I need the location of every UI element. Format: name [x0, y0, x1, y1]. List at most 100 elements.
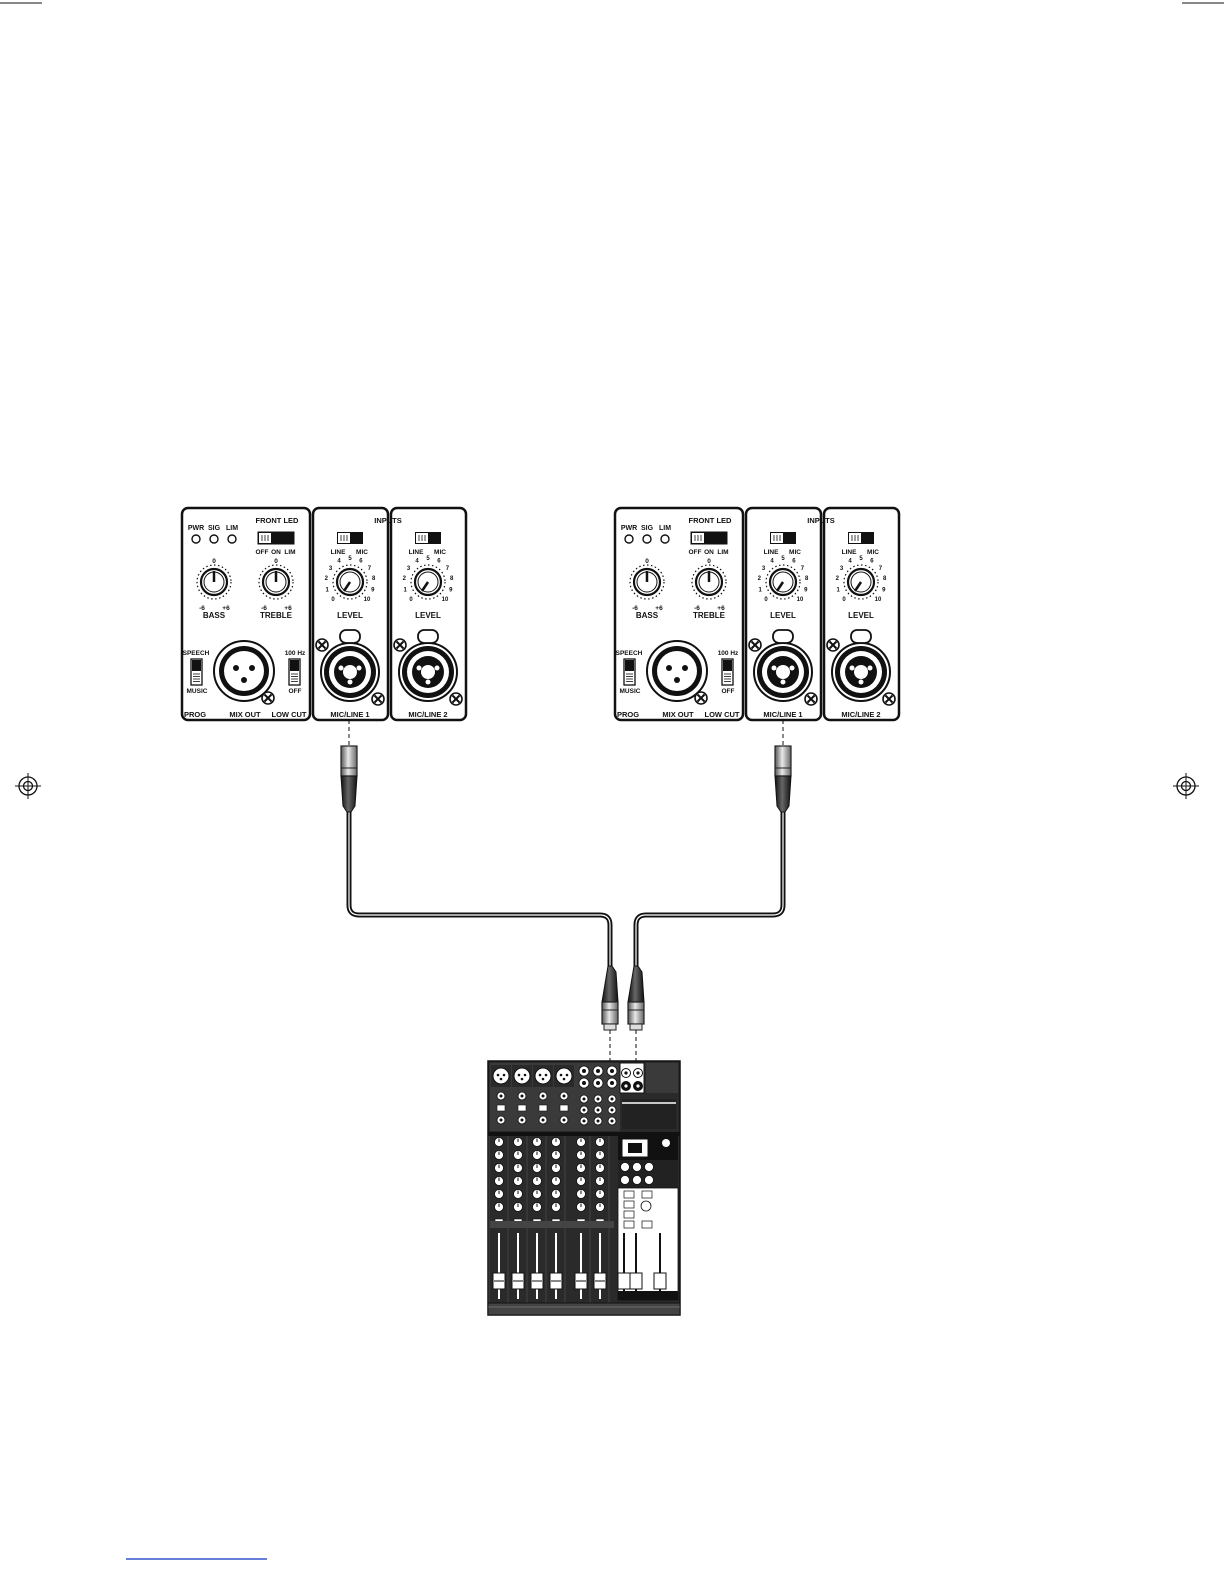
treble-scale-min: -6 [261, 605, 267, 612]
lim-led-icon [660, 534, 670, 544]
mixer-master-knob[interactable] [632, 1162, 642, 1172]
mic-line-1-screw-top-icon [748, 638, 762, 652]
mic-line-1-scale-6: 6 [792, 559, 796, 565]
prog-switch[interactable] [190, 658, 203, 686]
xlr-cable-left [340, 720, 619, 1075]
pwr-led-icon [624, 534, 634, 544]
mic-line-1-combo-jack[interactable] [320, 629, 380, 702]
mixer-xlr-input-2[interactable] [513, 1067, 531, 1085]
low-cut-label: LOW CUT [272, 710, 307, 719]
mix-out-screw-icon [261, 691, 275, 705]
treble-label: TREBLE [260, 611, 293, 620]
mic-line-1-scale-10: 10 [364, 597, 371, 603]
mic-line-2-combo-jack[interactable] [398, 629, 458, 702]
mic-line-1-scale-1: 1 [326, 587, 330, 593]
mixer-master-knob[interactable] [644, 1162, 654, 1172]
xlr-plug-right-top [774, 745, 792, 813]
mic-line-1-scale-3: 3 [329, 566, 333, 572]
bass-label: BASS [203, 611, 226, 620]
mic-line-2-mic-label: MIC [434, 549, 446, 556]
mic-line-1-label: MIC/LINE 1 [330, 710, 369, 719]
mic-line-1-combo-jack[interactable] [753, 629, 813, 702]
front-led-title: FRONT LED [256, 516, 299, 525]
mic-line-1-scale-9: 9 [371, 587, 375, 593]
mic-line-2-mic-label: MIC [867, 549, 879, 556]
mic-line-1-channel [311, 506, 390, 722]
mic-line-1-level-knob[interactable] [764, 563, 802, 601]
prog-label: PROG [184, 710, 206, 719]
mic-line-2-scale-7: 7 [879, 566, 883, 572]
speech-label: SPEECH [183, 650, 210, 657]
lim-led-icon [227, 534, 237, 544]
mixer-master-knob[interactable] [644, 1175, 654, 1185]
prog-label: PROG [617, 710, 639, 719]
mixer-master-knob[interactable] [620, 1175, 630, 1185]
mic-line-2-scale-5: 5 [859, 556, 863, 562]
mic-line-2-line-label: LINE [842, 549, 857, 556]
xlr-plug-left-bottom [601, 965, 619, 1031]
mic-line-1-level-label: LEVEL [770, 611, 796, 620]
mic-line-1-mic-label: MIC [789, 549, 801, 556]
bass-scale-max: +6 [222, 605, 230, 612]
bass-scale-center: 0 [212, 558, 216, 565]
mic-line-2-scale-5: 5 [426, 556, 430, 562]
front-led-option-off: OFF [256, 549, 269, 556]
indicator-label-lim: LIM [226, 525, 238, 532]
mic-line-2-scale-4: 4 [848, 559, 852, 565]
mixer-xlr-input-1[interactable] [492, 1067, 510, 1085]
mic-line-2-channel [389, 506, 468, 722]
mic-line-1-level-knob[interactable] [331, 563, 369, 601]
bass-scale-max: +6 [655, 605, 663, 612]
mic-line-1-scale-5: 5 [348, 556, 352, 562]
mixer-master-knob[interactable] [620, 1162, 630, 1172]
mixer-master-fader[interactable] [629, 1272, 643, 1290]
mic-line-1-mic-label: MIC [356, 549, 368, 556]
mic-line-2-level-knob[interactable] [842, 563, 880, 601]
sig-led-icon [642, 534, 652, 544]
mic-line-2-screw-bottom-icon [882, 692, 896, 706]
mixer-master-fader[interactable] [617, 1272, 631, 1290]
low-cut-switch[interactable] [721, 658, 734, 686]
bass-scale-min: -6 [199, 605, 205, 612]
mic-line-1-screw-top-icon [315, 638, 329, 652]
pwr-led-icon [191, 534, 201, 544]
mic-line-2-scale-2: 2 [836, 576, 840, 582]
mix-out-screw-icon [694, 691, 708, 705]
mixer-master-fader[interactable] [653, 1272, 667, 1290]
mic-line-2-scale-1: 1 [404, 587, 408, 593]
mic-line-1-level-label: LEVEL [337, 611, 363, 620]
mic-line-1-scale-4: 4 [337, 559, 341, 565]
mic-line-1-screw-bottom-icon [804, 692, 818, 706]
prog-switch[interactable] [623, 658, 636, 686]
treble-scale-center: 0 [274, 558, 278, 565]
xlr-plug-left-top [340, 745, 358, 813]
mixer-xlr-input-3[interactable] [534, 1067, 552, 1085]
low-cut-switch[interactable] [288, 658, 301, 686]
front-led-title: FRONT LED [689, 516, 732, 525]
indicator-label-sig: SIG [641, 525, 654, 532]
mic-line-2-scale-10: 10 [442, 597, 449, 603]
mic-line-2-level-knob[interactable] [409, 563, 447, 601]
mixer-master-knob[interactable] [632, 1175, 642, 1185]
mic-line-1-scale-3: 3 [762, 566, 766, 572]
mixer-console [487, 1060, 681, 1316]
mic-line-1-line-label: LINE [331, 549, 346, 556]
mic-line-1-scale-5: 5 [781, 556, 785, 562]
indicator-label-sig: SIG [208, 525, 221, 532]
mic-line-2-combo-jack[interactable] [831, 629, 891, 702]
bass-label: BASS [636, 611, 659, 620]
mic-line-1-scale-7: 7 [368, 566, 372, 572]
mic-line-1-scale-10: 10 [797, 597, 804, 603]
front-led-option-lim: LIM [717, 549, 728, 556]
mic-line-1-line-label: LINE [764, 549, 779, 556]
treble-scale-min: -6 [694, 605, 700, 612]
mic-line-1-scale-0: 0 [764, 597, 768, 603]
registration-mark-right [1172, 772, 1200, 800]
mic-line-2-scale-2: 2 [403, 576, 407, 582]
low-cut-freq-label: 100 Hz [285, 650, 306, 657]
mic-line-2-scale-6: 6 [870, 559, 874, 565]
mic-line-2-scale-3: 3 [407, 566, 411, 572]
mixer-xlr-input-4[interactable] [555, 1067, 573, 1085]
mic-line-2-screw-bottom-icon [449, 692, 463, 706]
